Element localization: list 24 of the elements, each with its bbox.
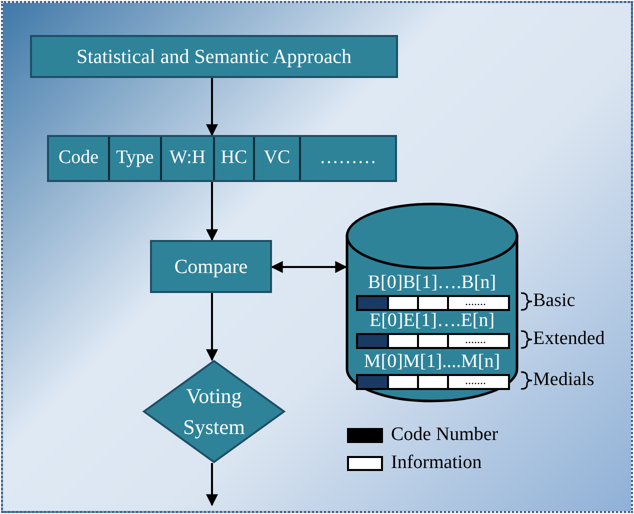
record-label: E[0]E[1]….E[n] xyxy=(368,311,496,332)
arrow xyxy=(206,463,218,506)
record-field: Type xyxy=(110,137,162,180)
legend-label: Information xyxy=(391,452,482,474)
record-field: VC xyxy=(255,137,301,180)
record-field: ……… xyxy=(301,137,395,180)
record-field: HC xyxy=(215,137,255,180)
arrow xyxy=(270,261,348,273)
arrow xyxy=(206,293,218,362)
process-box: Compare xyxy=(150,240,272,293)
legend-label: Code Number xyxy=(391,424,498,446)
record-field: Code xyxy=(49,137,110,180)
group-label: Medials xyxy=(533,368,594,390)
group-label: Basic xyxy=(533,290,576,312)
record-bar xyxy=(47,135,397,182)
database-cylinder xyxy=(346,203,518,403)
arrow xyxy=(206,78,218,136)
record-field: W:H xyxy=(162,137,215,180)
process-box: Statistical and Semantic Approach xyxy=(30,35,398,78)
decision-diamond: Voting System xyxy=(143,360,285,463)
group-label: Extended xyxy=(533,328,605,350)
arrow xyxy=(206,182,218,242)
record-label: B[0]B[1]….B[n] xyxy=(366,273,498,294)
record-label: M[0]M[1]....M[n] xyxy=(362,352,502,373)
